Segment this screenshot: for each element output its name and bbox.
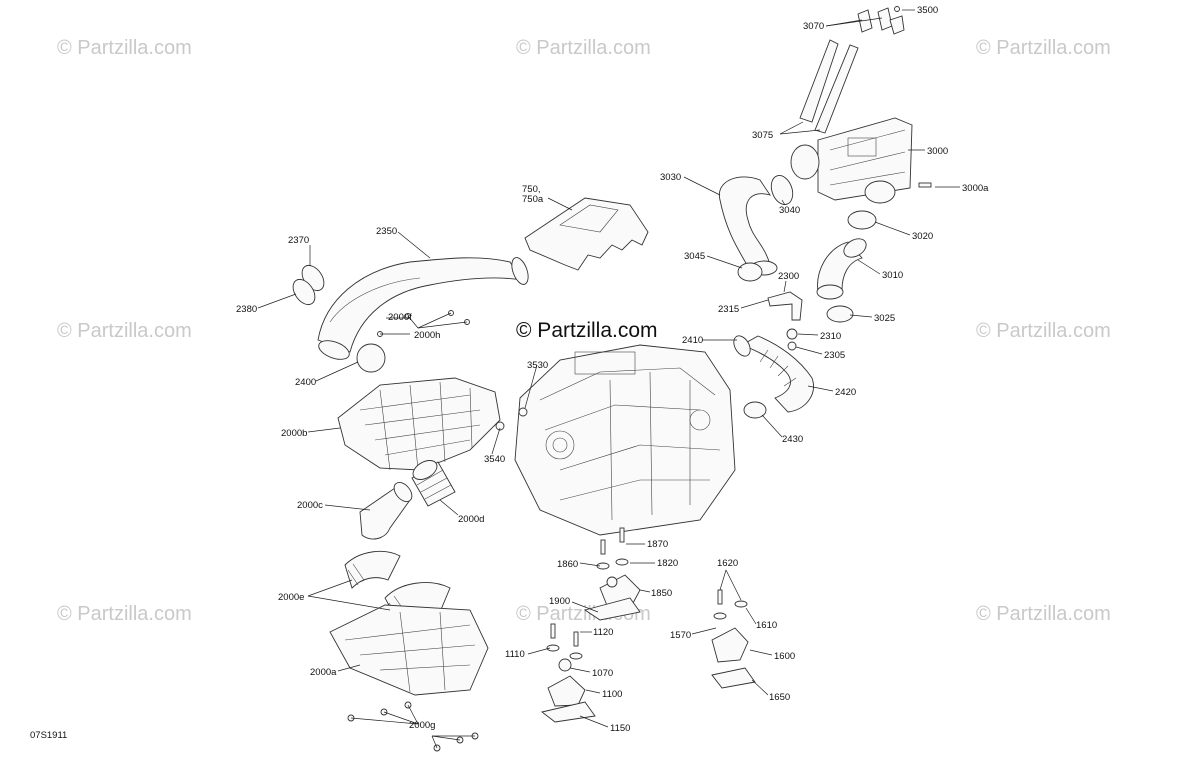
callout-1850: 1850 [651, 588, 672, 599]
callout-2305: 2305 [824, 350, 845, 361]
callout-2000d: 2000d [458, 514, 484, 525]
callout-3010: 3010 [882, 270, 903, 281]
intake-elbow-2000c [359, 481, 413, 540]
callout-1120: 1120 [593, 627, 613, 638]
callout-3075: 3075 [752, 130, 773, 141]
engine-cover [524, 197, 649, 271]
drawing-code: 07S1911 [30, 730, 67, 741]
callout-1650: 1650 [769, 692, 790, 703]
callout-2315: 2315 [718, 304, 739, 315]
callout-750a: 750a [522, 194, 544, 205]
charge-tube-3030 [718, 176, 778, 276]
callout-1870: 1870 [647, 539, 668, 550]
callout-3000: 3000 [927, 146, 948, 157]
intercooler-3000 [790, 117, 913, 204]
callout-3040: 3040 [779, 205, 800, 216]
coupler-2400 [356, 343, 386, 373]
callout-2000c: 2000c [297, 500, 323, 511]
clamp-3025 [826, 305, 854, 323]
watermark: © Partzilla.com [57, 603, 192, 625]
callout-1600: 1600 [774, 651, 795, 662]
callout-2000b: 2000b [281, 428, 307, 439]
callout-2430: 2430 [782, 434, 803, 445]
callout-2000a: 2000a [310, 667, 337, 678]
intake-manifold [337, 377, 501, 471]
strap-3075 [799, 39, 859, 134]
watermark: © Partzilla.com [976, 37, 1111, 59]
callout-1150: 1150 [610, 723, 630, 734]
callout-2310: 2310 [820, 331, 841, 342]
callout-3045: 3045 [684, 251, 705, 262]
callout-2350: 2350 [376, 226, 397, 237]
watermark-layer: © Partzilla.com © Partzilla.com © Partzi… [57, 37, 1111, 625]
clamp-3040 [770, 175, 794, 205]
callout-2000e: 2000e [278, 592, 304, 603]
clamp-3045 [737, 262, 763, 282]
callout-3500: 3500 [917, 5, 938, 16]
callout-1570: 1570 [670, 630, 691, 641]
callout-2370: 2370 [288, 235, 309, 246]
center-copyright-watermark: © Partzilla.com [516, 319, 658, 342]
callout-3025: 3025 [874, 313, 895, 324]
callout-1860: 1860 [557, 559, 578, 570]
brackets-3070 [857, 7, 905, 35]
callout-1820: 1820 [657, 558, 678, 569]
watermark: © Partzilla.com [57, 320, 192, 342]
callout-labels: 3500 3070 3075 3000 3000a 3030 3040 3020… [236, 5, 989, 734]
fitting-2305 [787, 341, 797, 351]
leader-lines [257, 9, 960, 749]
callout-2380: 2380 [236, 304, 257, 315]
fitting-2310 [786, 328, 798, 340]
callout-2420: 2420 [835, 387, 856, 398]
callout-2400: 2400 [295, 377, 316, 388]
watermark: © Partzilla.com [57, 37, 192, 59]
callout-2410: 2410 [682, 335, 703, 346]
clamp-2430 [743, 401, 767, 419]
clamp-2380 [292, 278, 316, 306]
watermark: © Partzilla.com [976, 603, 1111, 625]
charge-tube-3010 [816, 238, 867, 300]
callout-3020: 3020 [912, 231, 933, 242]
callout-1100: 1100 [602, 689, 622, 700]
engine-mount-1850 [583, 574, 641, 621]
hose-2420 [733, 335, 814, 413]
callout-3070: 3070 [803, 21, 824, 32]
callout-3530: 3530 [527, 360, 548, 371]
callout-2000f: 2000f [388, 312, 412, 323]
callout-1110: 1110 [505, 649, 525, 660]
callout-2300: 2300 [778, 271, 799, 282]
callout-3540: 3540 [484, 454, 505, 465]
callout-750: 750, [522, 184, 541, 195]
rubber-coupler-2000d [411, 460, 456, 507]
callout-1620: 1620 [717, 558, 738, 569]
callout-1610: 1610 [756, 620, 777, 631]
callout-2000g: 2000g [409, 720, 435, 731]
clamp-3020 [847, 210, 877, 230]
engine-block [514, 344, 736, 536]
callout-2000h: 2000h [414, 330, 440, 341]
callout-1900: 1900 [549, 596, 570, 607]
engine-mount-1600 [711, 627, 756, 689]
oil-pan-2000a [329, 604, 489, 696]
watermark: © Partzilla.com [976, 320, 1111, 342]
watermark: © Partzilla.com [516, 37, 651, 59]
callout-1070: 1070 [592, 668, 613, 679]
intake-tube-2350 [317, 257, 529, 360]
pipe-2300 [767, 291, 803, 321]
callout-3030: 3030 [660, 172, 681, 183]
callout-3000a: 3000a [962, 183, 989, 194]
